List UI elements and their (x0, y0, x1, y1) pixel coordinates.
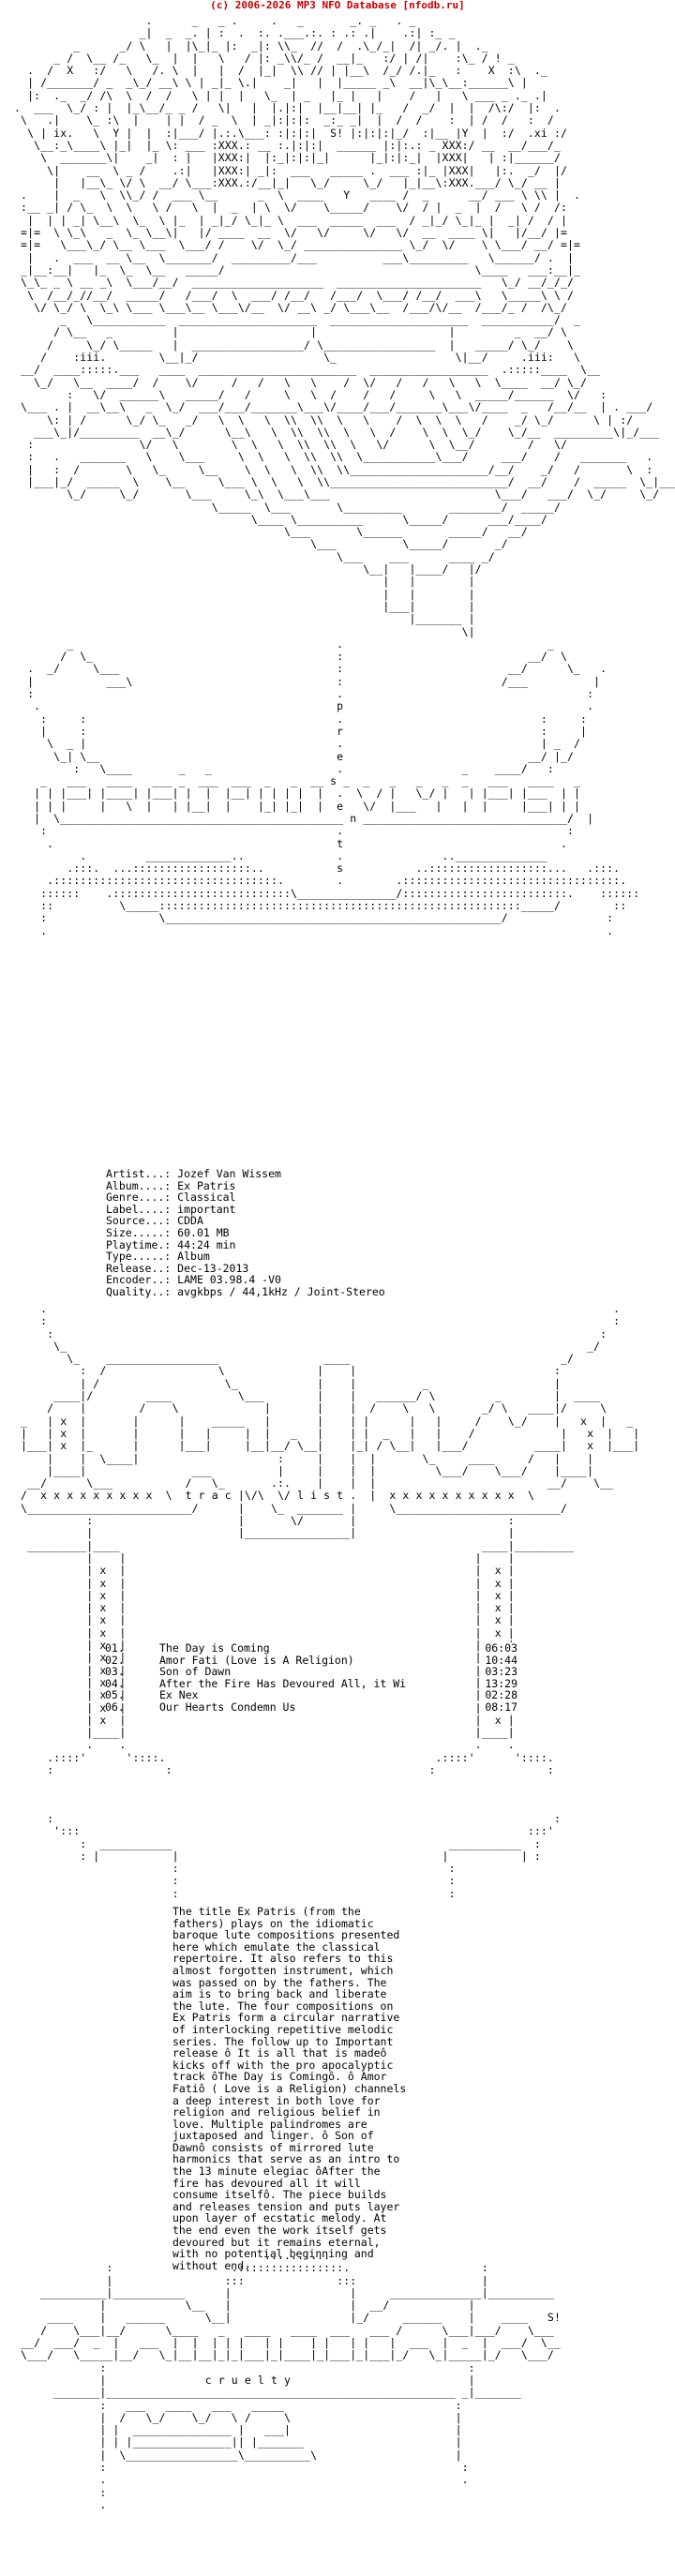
release-notes-line: was passed on by the fathers. The (172, 1975, 387, 1989)
ascii-logo-top: . _ _ . . _ _. _ . _ _| _ _. | : . :. ._… (14, 14, 675, 937)
info-value: Classical (177, 1191, 236, 1205)
info-value: important (177, 1202, 236, 1216)
track-title: The Day is Coming (159, 1641, 270, 1655)
info-value: Ex Patris (177, 1178, 236, 1192)
info-label: Album....: (106, 1178, 178, 1192)
info-row: Encoder..: LAME 03.98.4 -V0 (106, 1274, 385, 1286)
release-notes-line: release ô It is all that is madeô (172, 2046, 387, 2060)
track-time: 08:17 (485, 1700, 518, 1714)
release-notes-line: track ôThe Day is Comingô. ô Amor (172, 2070, 387, 2084)
release-notes-line: a deep interest in both love for (172, 2093, 381, 2107)
track-number: 04. (105, 1676, 125, 1690)
info-label: Label....: (106, 1202, 178, 1216)
release-notes-line: Fatiô ( Love is a Religion) channels (172, 2081, 407, 2095)
info-value: LAME 03.98.4 -V0 (177, 1273, 281, 1287)
info-row: Release..: Dec-13-2013 (106, 1261, 385, 1275)
track-title: Our Hearts Condemn Us (159, 1700, 296, 1714)
release-notes-line: fathers) plays on the idiomatic (172, 1916, 374, 1930)
copyright-header: (c) 2006-2026 MP3 NFO Database [nfodb.ru… (210, 0, 465, 11)
info-label: Type.....: (106, 1250, 178, 1264)
track-title: Amor Fati (Love is A Religion) (159, 1653, 354, 1667)
release-notes-line: without end. (172, 2258, 251, 2272)
release-notes-line: The title Ex Patris (from the (172, 1905, 361, 1918)
ascii-release-notes-frame: : : '::: :::' : ___________ (47, 1812, 561, 1900)
info-row: Artist...: Jozef Van Wissem (106, 1168, 385, 1180)
release-notes-line: upon layer of ecstatic melody. At (172, 2211, 387, 2225)
info-label: Artist...: (106, 1167, 178, 1180)
track-time: 06:03 (485, 1641, 518, 1655)
info-label: Playtime.: (106, 1237, 178, 1251)
release-notes-line: fire has devoured all it will (172, 2176, 361, 2190)
ascii-tracklist-frame: . . : : : (21, 1302, 640, 1776)
info-value: avgkbps / 44,1kHz / Joint-Stereo (177, 1284, 385, 1298)
track-row: 01. The Day is Coming 06:03 (105, 1642, 518, 1655)
info-value: Jozef Van Wissem (177, 1167, 281, 1180)
release-notes-line: the lute. The four compositions on (172, 1999, 394, 2013)
track-row: 03. Son of Dawn 03:23 (105, 1666, 518, 1678)
release-notes-line: with no potential beginning and (172, 2247, 374, 2261)
info-label: Release..: (106, 1261, 178, 1275)
release-notes-line: almost forgotten instrument, which (172, 1963, 394, 1977)
track-title: Son of Dawn (159, 1665, 232, 1679)
track-row: 06. Our Hearts Condemn Us 08:17 (105, 1701, 518, 1714)
info-label: Size.....: (106, 1225, 178, 1239)
release-notes-line: kicks off with the pro apocalyptic (172, 2058, 394, 2072)
info-row: Album....: Ex Patris (106, 1178, 385, 1192)
release-notes-line: series. The follow up to Important (172, 2034, 394, 2048)
info-value: CDDA (177, 1214, 203, 1228)
info-row: Label....: important (106, 1202, 385, 1216)
track-title: Ex Nex (159, 1688, 199, 1702)
release-notes-line: consume itselfô. The piece builds (172, 2188, 387, 2202)
info-label: Encoder..: (106, 1273, 178, 1287)
info-row: Genre....: Classical (106, 1191, 385, 1204)
release-notes-line: repertoire. It also refers to this (172, 1952, 394, 1966)
info-value: 44:24 min (177, 1237, 236, 1251)
info-value: Album (177, 1250, 210, 1264)
release-notes-line: the 13 minute elegiac ôAfter the (172, 2164, 381, 2179)
release-notes-line: Dawnô consists of mirrored lute (172, 2140, 374, 2154)
info-row: Type.....: Album (106, 1251, 385, 1263)
info-row: Size.....: 60.01 MB (106, 1227, 385, 1239)
ascii-logo-bottom: .......... : .::::::::::::::::. : | ::: … (21, 2249, 561, 2511)
release-notes-line: here which emulate the classical (172, 1939, 381, 1954)
track-time: 03:23 (485, 1665, 518, 1679)
release-notes-line: aim is to bring back and liberate (172, 1987, 387, 2001)
release-notes-line: the end even the work itself gets (172, 2224, 387, 2238)
tracklist: 01. The Day is Coming 06:03 02. Amor Fati (L… (105, 1642, 518, 1714)
info-label: Quality..: (106, 1284, 178, 1298)
track-row: 02. Amor Fati (Love is A Religion) 10:44 (105, 1653, 518, 1667)
release-notes-line: juxtaposed and linger. ô Son of (172, 2129, 374, 2143)
release-notes-line: religion and religious belief in (172, 2105, 381, 2119)
info-row: Quality..: avgkbps / 44,1kHz / Joint-Ste… (106, 1286, 385, 1298)
release-notes-line: love. Multiple palindromes are (172, 2117, 368, 2131)
release-notes-line: baroque lute compositions presented (172, 1928, 400, 1942)
info-row: Playtime.: 44:24 min (106, 1237, 385, 1251)
info-row: Source...: CDDA (106, 1215, 385, 1227)
track-time: 13:29 (485, 1676, 518, 1690)
track-title: After the Fire Has Devoured All, it Wi (159, 1676, 407, 1690)
release-notes-line: harmonics that serve as an intro to (172, 2152, 400, 2166)
track-number: 02. (105, 1653, 125, 1667)
track-time: 02:28 (485, 1688, 518, 1702)
track-number: 03. (105, 1665, 125, 1679)
release-notes-line: and releases tension and puts layer (172, 2199, 400, 2213)
info-label: Source...: (106, 1214, 178, 1228)
track-number: 05. (105, 1688, 125, 1702)
info-value: Dec-13-2013 (177, 1261, 249, 1275)
track-number: 06. (105, 1700, 125, 1714)
info-value: 60.01 MB (177, 1225, 230, 1239)
release-notes-line: of interlocking repetitive melodic (172, 2022, 394, 2036)
info-label: Genre....: (106, 1191, 178, 1205)
track-number: 01. (105, 1641, 125, 1655)
release-notes-line: devoured but it remains eternal, (172, 2235, 381, 2249)
track-row: 04. After the Fire Has Devoured All, it W… (105, 1678, 518, 1690)
track-row: 05. Ex Nex 02:28 (105, 1689, 518, 1701)
track-time: 10:44 (485, 1653, 518, 1667)
release-notes-line: Ex Patris form a circular narrative (172, 2011, 400, 2025)
